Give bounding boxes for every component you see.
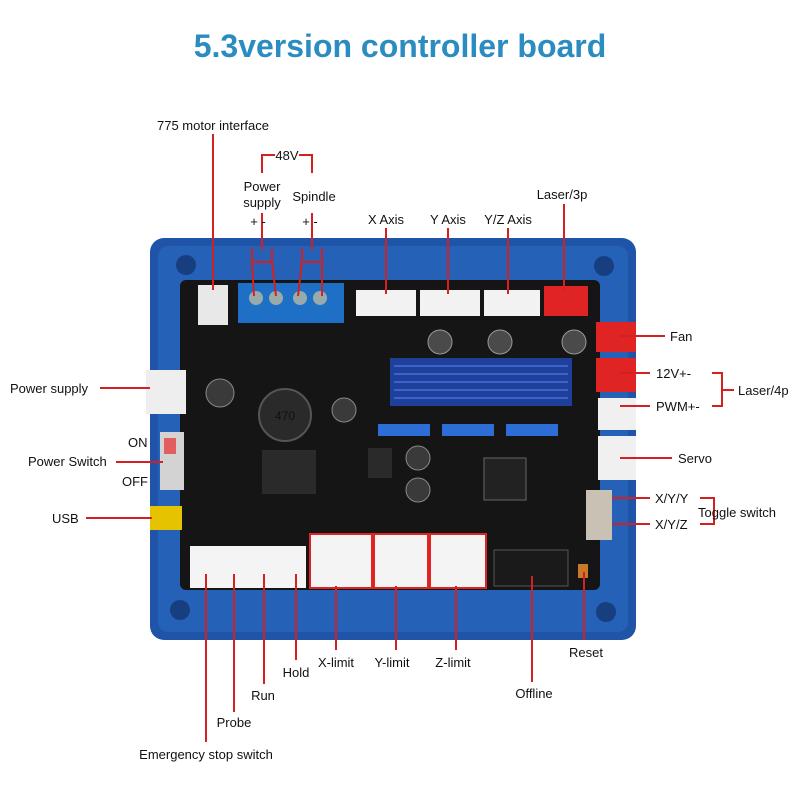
x-axis-connector bbox=[356, 290, 416, 316]
mount-hole bbox=[170, 600, 190, 620]
driver-header bbox=[378, 424, 430, 436]
label-y-axis: Y Axis bbox=[430, 212, 466, 227]
bottom-connector-strip bbox=[190, 546, 306, 588]
mount-hole bbox=[596, 602, 616, 622]
label-48v: 48V bbox=[275, 148, 298, 163]
capacitor bbox=[205, 378, 235, 408]
label-xyz: X/Y/Z bbox=[655, 517, 688, 532]
label-pwm: PWM+- bbox=[656, 399, 700, 414]
y-limit-connector bbox=[373, 533, 429, 589]
capacitor bbox=[561, 329, 587, 355]
driver-header bbox=[506, 424, 558, 436]
bracket-laser-4p bbox=[712, 372, 723, 407]
board-photo: 470 bbox=[146, 238, 636, 640]
label-12v: 12V+- bbox=[656, 366, 691, 381]
bracket-48v-left bbox=[261, 154, 275, 173]
label-offline: Offline bbox=[515, 686, 552, 701]
svg-text:470: 470 bbox=[275, 409, 295, 423]
capacitor bbox=[405, 477, 431, 503]
label-xyy: X/Y/Y bbox=[655, 491, 689, 506]
label-reset: Reset bbox=[569, 645, 603, 660]
capacitor bbox=[331, 397, 357, 423]
inductor bbox=[258, 388, 312, 442]
yz-axis-connector bbox=[484, 290, 540, 316]
label-z-limit: Z-limit bbox=[435, 655, 471, 670]
label-spindle: Spindle bbox=[292, 189, 335, 204]
capacitor bbox=[487, 329, 513, 355]
label-x-limit: X-limit bbox=[318, 655, 354, 670]
label-hold: Hold bbox=[283, 665, 310, 680]
label-on: ON bbox=[128, 435, 148, 450]
label-775-motor: 775 motor interface bbox=[157, 118, 269, 133]
label-fan: Fan bbox=[670, 329, 692, 344]
regulator bbox=[262, 450, 316, 494]
label-run: Run bbox=[251, 688, 275, 703]
label-probe: Probe bbox=[217, 715, 252, 730]
label-laser-3p: Laser/3p bbox=[537, 187, 588, 202]
label-y-limit: Y-limit bbox=[375, 655, 410, 670]
power-supply-connector bbox=[146, 370, 186, 414]
label-power-switch: Power Switch bbox=[28, 454, 107, 469]
usb-port bbox=[150, 506, 182, 530]
label-plus-minus-1: + - bbox=[250, 214, 266, 229]
mount-hole bbox=[594, 256, 614, 276]
label-plus-minus-2: + - bbox=[302, 214, 318, 229]
label-laser-4p: Laser/4p bbox=[738, 383, 789, 398]
laser-3p-connector bbox=[544, 286, 588, 316]
bracket-toggle bbox=[700, 497, 715, 525]
label-x-axis: X Axis bbox=[368, 212, 405, 227]
bracket-48v-right bbox=[299, 154, 313, 173]
motor-connector bbox=[198, 285, 228, 325]
pwm-connector bbox=[598, 398, 636, 430]
mcu-chip bbox=[483, 457, 527, 501]
x-limit-connector bbox=[309, 533, 373, 589]
capacitor bbox=[427, 329, 453, 355]
toggle-switch bbox=[586, 490, 612, 540]
driver-header bbox=[442, 424, 494, 436]
label-yz-axis: Y/Z Axis bbox=[484, 212, 532, 227]
label-power-supply-left: Power supply bbox=[10, 381, 89, 396]
label-toggle-switch: Toggle switch bbox=[698, 505, 776, 520]
label-off: OFF bbox=[122, 474, 148, 489]
y-axis-connector bbox=[420, 290, 480, 316]
12v-connector bbox=[596, 358, 636, 392]
z-limit-connector bbox=[429, 533, 487, 589]
label-usb: USB bbox=[52, 511, 79, 526]
capacitor bbox=[405, 445, 431, 471]
label-servo: Servo bbox=[678, 451, 712, 466]
reset-button bbox=[578, 564, 588, 578]
leader-lines bbox=[86, 134, 734, 742]
mount-hole bbox=[176, 255, 196, 275]
label-estop: Emergency stop switch bbox=[139, 747, 273, 762]
page-title: 5.3version controller board bbox=[193, 28, 607, 64]
